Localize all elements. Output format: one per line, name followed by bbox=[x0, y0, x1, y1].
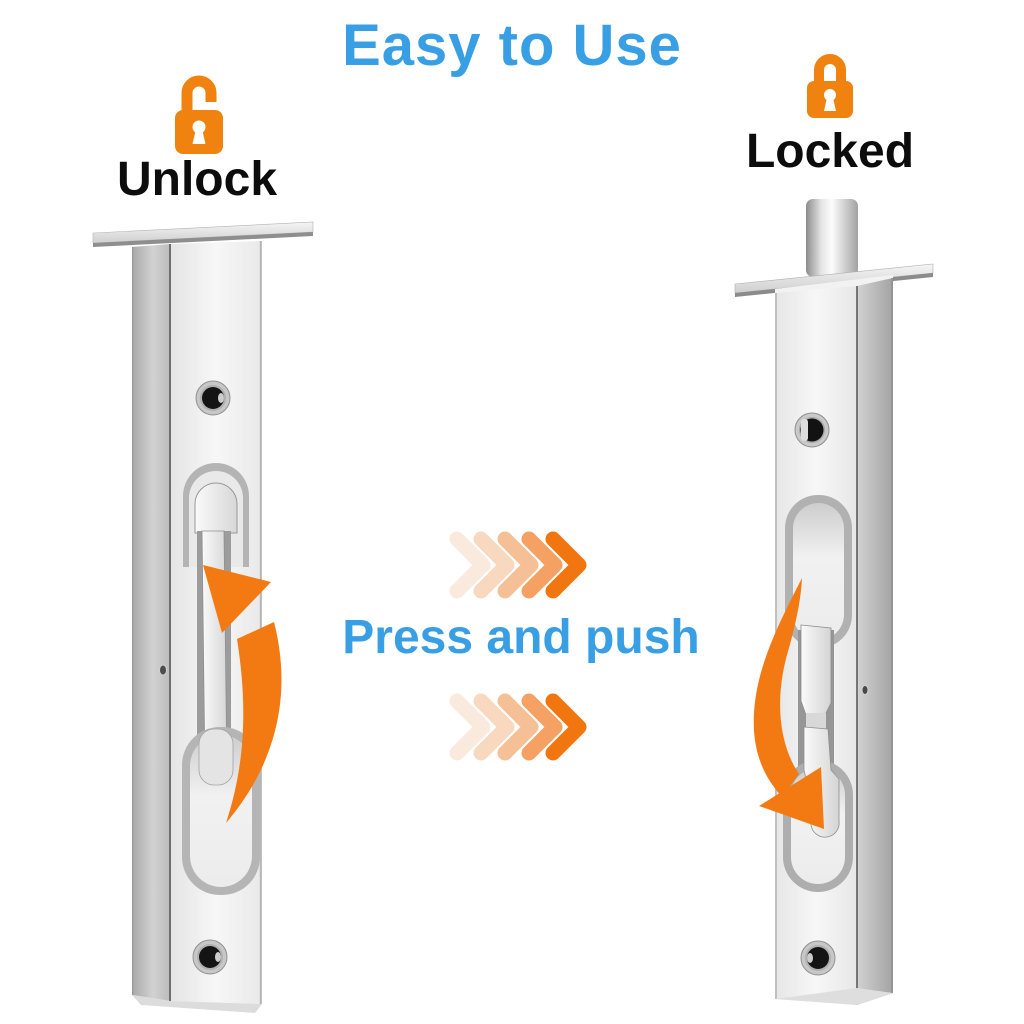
screw-hole-bottom bbox=[192, 939, 228, 975]
closed-padlock-icon bbox=[807, 54, 853, 118]
screw-hole-top bbox=[195, 380, 231, 416]
chevron-arrows-bottom-icon bbox=[449, 693, 587, 761]
finger-pocket-upper bbox=[785, 495, 852, 648]
chevron-arrows-top-icon bbox=[449, 531, 587, 599]
press-and-push-label: Press and push bbox=[342, 611, 700, 664]
flush-bolt-unlocked-photo bbox=[92, 221, 314, 1013]
flush-bolt-locked-photo bbox=[734, 199, 934, 1005]
page-title: Easy to Use bbox=[342, 13, 682, 78]
side-pin-hole bbox=[861, 685, 869, 695]
bolt-faceplate bbox=[92, 221, 314, 247]
screw-hole-bottom bbox=[800, 940, 836, 976]
side-pin-hole bbox=[159, 664, 167, 676]
curved-arrow-up-icon bbox=[203, 565, 282, 823]
open-padlock-icon bbox=[175, 75, 223, 154]
curved-arrow-down-icon bbox=[753, 578, 824, 829]
lever-slot-upper bbox=[183, 463, 249, 777]
extended-pin bbox=[806, 199, 858, 277]
screw-hole-top bbox=[794, 412, 830, 448]
unlock-state-label: Unlock bbox=[116, 153, 278, 206]
locked-state-label: Locked bbox=[745, 125, 915, 178]
